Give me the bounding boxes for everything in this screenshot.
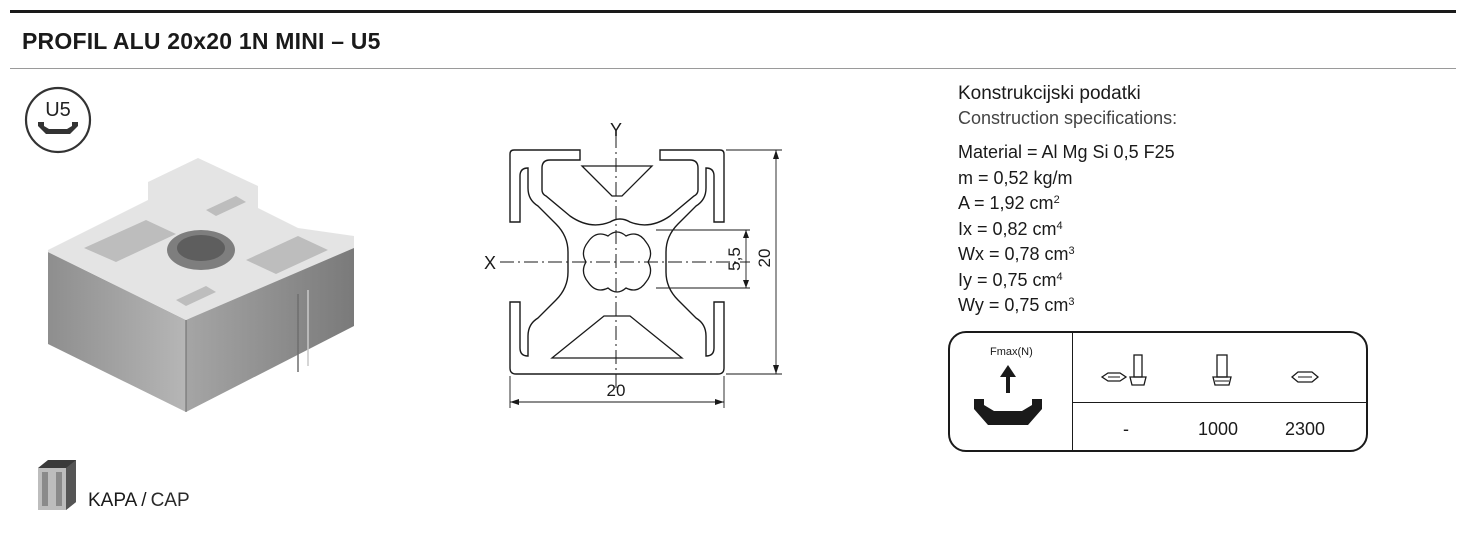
table-vertical-divider [1072,333,1073,450]
load-value-3: 2300 [1284,419,1326,439]
construction-specifications: Konstrukcijski podatki Construction spec… [958,82,1418,319]
table-horizontal-divider [1072,402,1366,403]
dim-bore: 5,5 [725,247,744,271]
badge-label: U5 [45,99,71,121]
spec-heading-local: Konstrukcijski podatki [958,83,1141,104]
load-value-2: 1000 [1197,419,1239,439]
title-divider [10,68,1456,69]
slot-nut-icon [1290,371,1320,383]
dim-width: 20 [607,381,626,400]
cap-label-local: KAPA [88,490,138,511]
axis-x-label: X [484,253,496,273]
cap-label-en: CAP [150,490,190,511]
cap-label: KAPA/CAP [88,490,190,512]
top-rule [10,10,1456,13]
profile-cross-section-drawing: Y X 5,5 20 20 [484,120,782,408]
page-title: PROFIL ALU 20x20 1N MINI – U5 [22,28,381,54]
dim-height: 20 [755,249,774,268]
fmax-label: Fmax(N) [990,346,1033,358]
load-capacity-table: Fmax(N) - 1000 2300 [948,331,1368,452]
slide-in-nut-with-screw-icon [1100,354,1147,386]
load-direction-icon [974,365,1042,425]
load-value-1: - [1123,419,1129,439]
spec-iy: Iy = 0,75 cm4 [958,269,1063,290]
cap-label-separator: / [141,490,147,511]
spec-wy: Wy = 0,75 cm3 [958,295,1075,315]
axis-y-label: Y [610,120,622,140]
end-cap-icon [38,460,76,510]
u5-slot-badge-icon: U5 [24,86,92,154]
spec-wx: Wx = 0,78 cm3 [958,244,1075,264]
spec-heading-en: Construction specifications: [958,108,1178,128]
spec-material: Material = Al Mg Si 0,5 F25 [958,142,1175,162]
profile-3d-illustration [48,158,354,412]
t-bolt-icon [1212,354,1232,386]
spec-ix: Ix = 0,82 cm4 [958,218,1063,239]
spec-mass: m = 0,52 kg/m [958,167,1073,188]
spec-area: A = 1,92 cm2 [958,193,1060,213]
